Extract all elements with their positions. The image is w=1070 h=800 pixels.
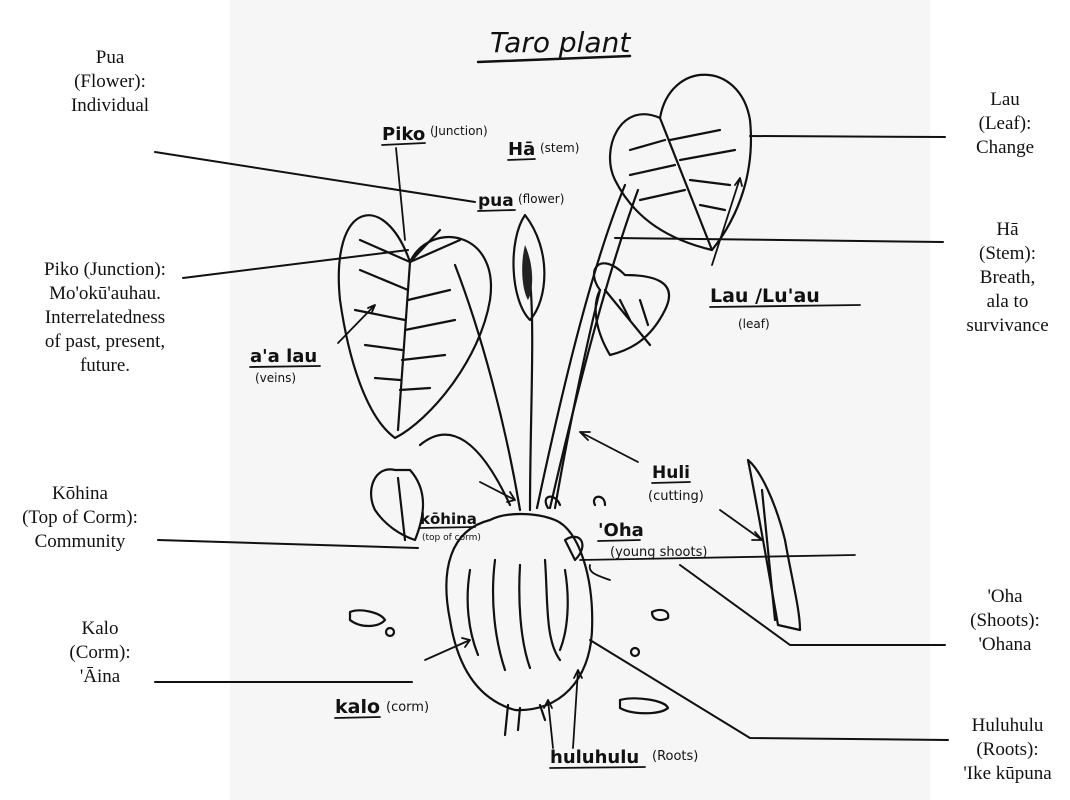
annotation-kohina: Kōhina (Top of Corm): Community xyxy=(5,482,155,554)
leader-huluhulu xyxy=(590,640,948,740)
right-small-leaf xyxy=(594,263,669,355)
upper-right-leaf xyxy=(610,75,751,250)
label-huli-sub: (cutting) xyxy=(648,489,704,504)
label-kohina: kōhina xyxy=(420,510,477,528)
leader-oha xyxy=(680,565,945,645)
leader-ha xyxy=(615,238,943,242)
annotation-ha: Hā (Stem): Breath, ala to survivance xyxy=(945,218,1070,338)
label-ha-sub: (stem) xyxy=(540,141,579,155)
label-huluhulu-sub: (Roots) xyxy=(652,749,698,764)
label-huluhulu: huluhulu xyxy=(550,747,639,768)
label-aalau: a'a lau xyxy=(250,346,317,367)
label-kohina-sub: (top of corm) xyxy=(422,533,481,543)
label-pua: pua xyxy=(478,191,514,211)
annotation-kalo: Kalo (Corm): 'Āina xyxy=(40,617,160,689)
leader-pua xyxy=(155,152,475,202)
annotation-oha: 'Oha (Shoots): 'Ohana xyxy=(945,585,1065,657)
lower-left-leaf xyxy=(371,469,423,540)
label-piko-sub: (Junction) xyxy=(430,124,488,138)
label-huli: Huli xyxy=(652,463,690,483)
label-ha: Hā xyxy=(508,139,535,160)
label-oha-sub: (young shoots) xyxy=(610,545,707,560)
leader-lau xyxy=(750,136,945,137)
sketch-title: Taro plant xyxy=(490,26,631,59)
sketch-labels: Piko (Junction) Hā (stem) pua (flower) L… xyxy=(250,124,820,768)
label-aalau-sub: (veins) xyxy=(255,371,296,385)
label-piko: Piko xyxy=(382,124,425,145)
label-lau-sub: (leaf) xyxy=(738,317,770,331)
label-kalo-sub: (corm) xyxy=(386,700,429,715)
annotation-piko: Piko (Junction): Mo'okū'auhau. Interrela… xyxy=(10,258,200,378)
annotation-huluhulu: Huluhulu (Roots): 'Ike kūpuna xyxy=(945,714,1070,786)
roots xyxy=(350,610,668,735)
label-lau: Lau /Lu'au xyxy=(710,285,820,307)
label-oha: 'Oha xyxy=(598,520,644,541)
annotation-pua: Pua (Flower): Individual xyxy=(40,46,180,118)
flower xyxy=(514,215,545,320)
annotation-lau: Lau (Leaf): Change xyxy=(950,88,1060,160)
label-kalo: kalo xyxy=(335,696,380,718)
label-pua-sub: (flower) xyxy=(518,192,564,206)
label-underlines xyxy=(250,143,860,768)
leader-kohina xyxy=(158,540,418,548)
leader-piko xyxy=(183,250,408,278)
left-leaf xyxy=(339,215,491,438)
